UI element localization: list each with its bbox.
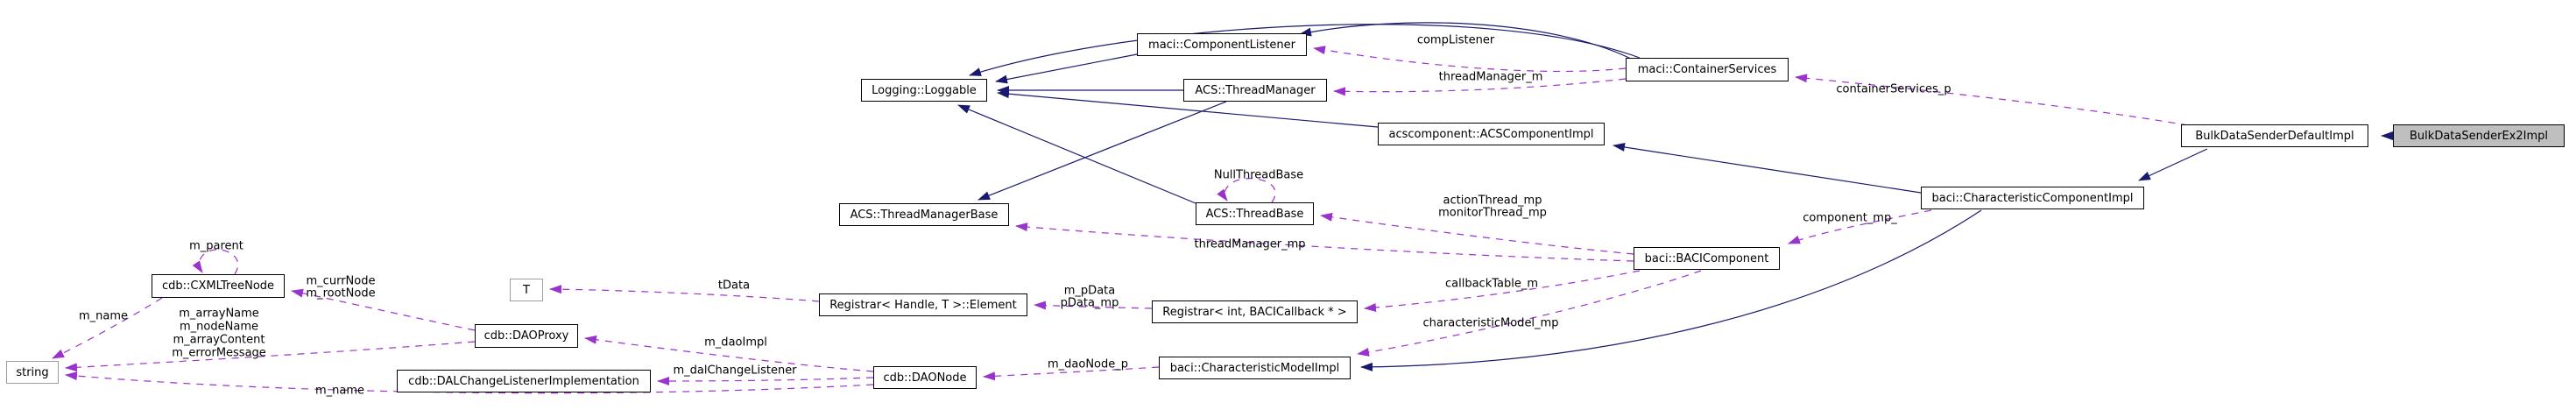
edge-daoimpl-member (584, 335, 874, 372)
node-cxml-tree-node[interactable]: cdb::CXMLTreeNode (152, 274, 285, 298)
edge-treenode-name-member (52, 297, 163, 359)
node-thread-base[interactable]: ACS::ThreadBase (1196, 202, 1314, 225)
edge-complistener-member (1313, 46, 1627, 73)
edge-defaultimpl-to-charcompimpl (2138, 148, 2208, 181)
edge-label-m-name-daonode: m_name (314, 384, 365, 398)
edge-containerservices-member (1795, 74, 2189, 126)
edge-parent-selfloop (192, 249, 239, 275)
edge-label-m-parent: m_parent (189, 239, 243, 253)
edge-label-pdata-mp: pData_mp (1060, 296, 1119, 310)
node-dal-change-listener-impl[interactable]: cdb::DALChangeListenerImplementation (397, 370, 651, 392)
edge-label-m-pdata: m_pData (1063, 284, 1116, 298)
edge-complistener-to-loggable (995, 53, 1138, 84)
edge-charcompimpl-to-charmodelimpl (1360, 209, 1982, 371)
edge-label-m-arrayname: m_arrayName (179, 307, 259, 321)
node-registrar-int[interactable]: Registrar< int, BACICallback * > (1152, 300, 1358, 323)
node-acs-component-impl[interactable]: acscomponent::ACSComponentImpl (1378, 123, 1605, 145)
node-dao-proxy[interactable]: cdb::DAOProxy (475, 324, 578, 348)
edge-callbacktable-member (1364, 270, 1641, 312)
edge-threadmanagerbase-member (1015, 223, 1634, 262)
node-thread-manager[interactable]: ACS::ThreadManager (1183, 79, 1327, 102)
edge-label-containerservices-p: containerServices_p (1836, 82, 1951, 96)
usage-edges (52, 46, 2189, 394)
edge-label-m-daoimpl: m_daoImpl (704, 336, 767, 350)
edge-containerservices-to-complistener (1299, 22, 1632, 60)
edge-containerservices-to-loggable (969, 24, 1641, 76)
edge-label-nullthreadbase: NullThreadBase (1213, 168, 1304, 182)
edge-label-threadmanager-m: threadManager_m (1438, 70, 1543, 84)
edge-acscompimpl-to-loggable (997, 89, 1379, 128)
edge-pdata-member (1034, 300, 1153, 310)
node-t-param[interactable]: T (510, 279, 543, 301)
edge-label-m-dalchangelistener: m_dalChangeListener (673, 364, 797, 378)
node-characteristic-component-impl[interactable]: baci::CharacteristicComponentImpl (1921, 187, 2144, 209)
edge-label-tdata: tData (717, 279, 751, 293)
edge-component-member (1788, 209, 1932, 244)
inheritance-edges (957, 22, 2393, 371)
node-component-listener[interactable]: maci::ComponentListener (1137, 33, 1307, 56)
edge-label-m-currnode: m_currNode (306, 274, 376, 288)
node-characteristic-model-impl[interactable]: baci::CharacteristicModelImpl (1159, 357, 1351, 379)
node-dao-node[interactable]: cdb::DAONode (873, 366, 977, 389)
node-container-services[interactable]: maci::ContainerServices (1626, 58, 1789, 81)
edge-label-m-nodename: m_nodeName (180, 320, 258, 334)
edge-label-m-rootnode: m_rootNode (306, 286, 376, 300)
edge-label-complistener: compListener (1416, 33, 1495, 47)
edge-label-m-name-treenode: m_name (78, 309, 129, 323)
edge-threadmanager-member (1333, 78, 1627, 96)
edge-tdata-member (549, 285, 820, 302)
edge-threadmanager-to-threadmanagerbase (977, 101, 1227, 201)
node-thread-manager-base[interactable]: ACS::ThreadManagerBase (839, 203, 1009, 226)
node-bulk-data-sender-ex2-impl: BulkDataSenderEx2Impl (2393, 124, 2565, 147)
node-loggable[interactable]: Logging::Loggable (861, 79, 987, 102)
edge-label-actionthread-mp: actionThread_mp (1443, 194, 1542, 208)
edge-label-m-arraycontent: m_arrayContent (173, 333, 265, 347)
node-baci-component[interactable]: baci::BACIComponent (1634, 247, 1780, 270)
edge-label-m-errormessage: m_errorMessage (172, 346, 266, 360)
edge-label-m-daonode-p: m_daoNode_p (1047, 357, 1129, 371)
node-bulk-data-sender-default-impl[interactable]: BulkDataSenderDefaultImpl (2181, 124, 2368, 147)
edge-daoproxy-strings-member (65, 341, 476, 372)
edge-label-monitorthread-mp: monitorThread_mp (1438, 206, 1547, 220)
edge-currnode-member (291, 288, 476, 331)
edge-label-callbacktable-m: callbackTable_m (1444, 277, 1539, 291)
node-string[interactable]: string (6, 361, 59, 384)
edge-charcompimpl-to-acscompimpl (1613, 143, 1922, 194)
node-registrar-element[interactable]: Registrar< Handle, T >::Element (819, 293, 1027, 316)
edge-characteristicmodel-member (1357, 270, 1702, 357)
edge-label-threadmanager-mp: threadManager_mp (1194, 237, 1306, 251)
edge-dalchangelistener-member (657, 376, 874, 385)
edge-label-characteristicmodel-mp: characteristicModel_mp (1422, 316, 1559, 330)
edge-threadbase-to-loggable (957, 104, 1196, 204)
edge-nullthreadbase-selfloop (1217, 178, 1276, 203)
edge-label-component-mp: component_mp_ (1803, 211, 1897, 225)
edge-threads-member (1320, 212, 1634, 255)
